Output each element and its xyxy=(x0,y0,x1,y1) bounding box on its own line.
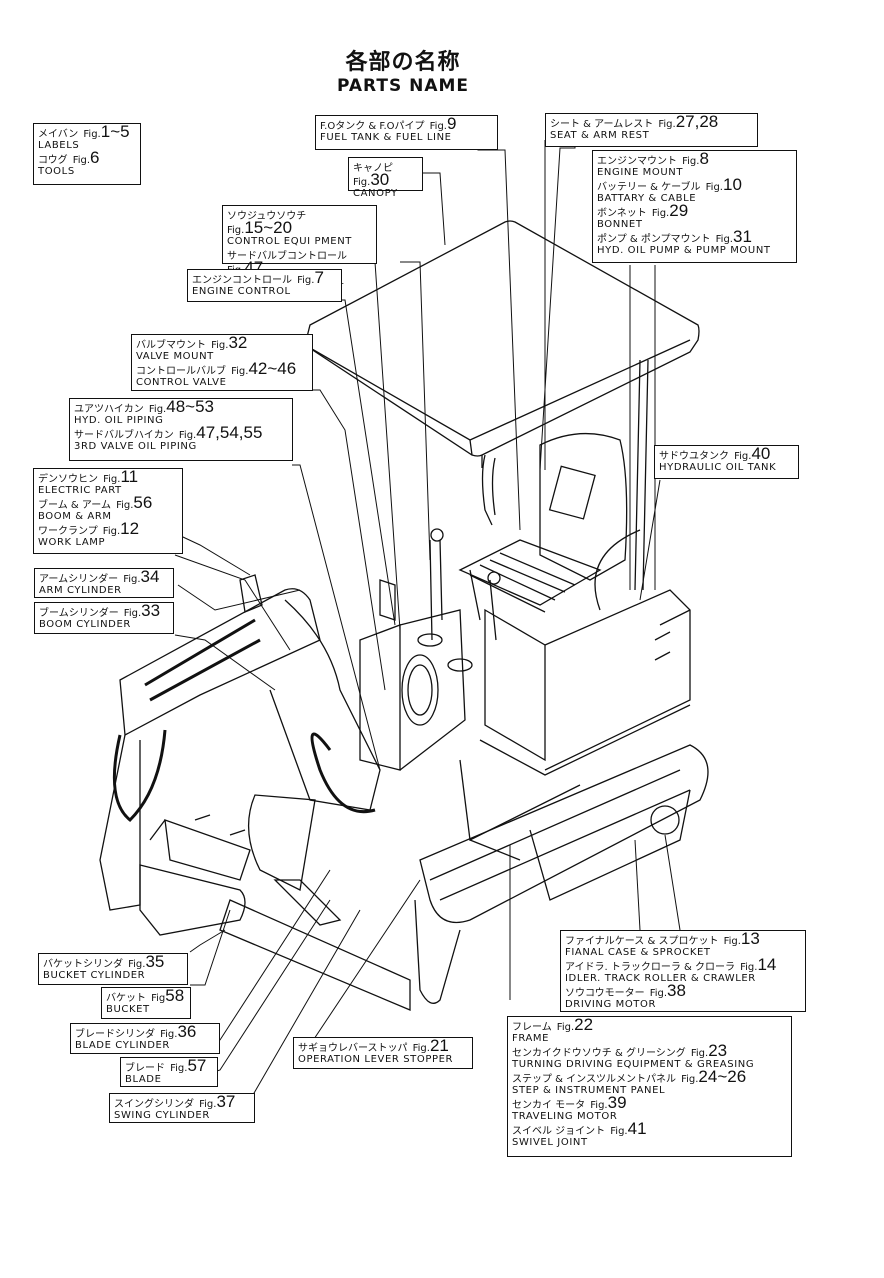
title-jp: 各部の名称 xyxy=(345,50,461,75)
seat-illustration xyxy=(458,432,628,613)
title-en: PARTS NAME xyxy=(336,76,470,96)
page-title: 各部の名称 PARTS NAME xyxy=(318,50,488,96)
bucket-illustration xyxy=(139,814,251,936)
canopy-illustration xyxy=(304,220,700,591)
boom-arm-illustration xyxy=(99,574,381,911)
undercarriage-illustration xyxy=(219,744,709,1011)
upper-body-illustration xyxy=(459,529,691,861)
controls-illustration xyxy=(359,528,501,771)
